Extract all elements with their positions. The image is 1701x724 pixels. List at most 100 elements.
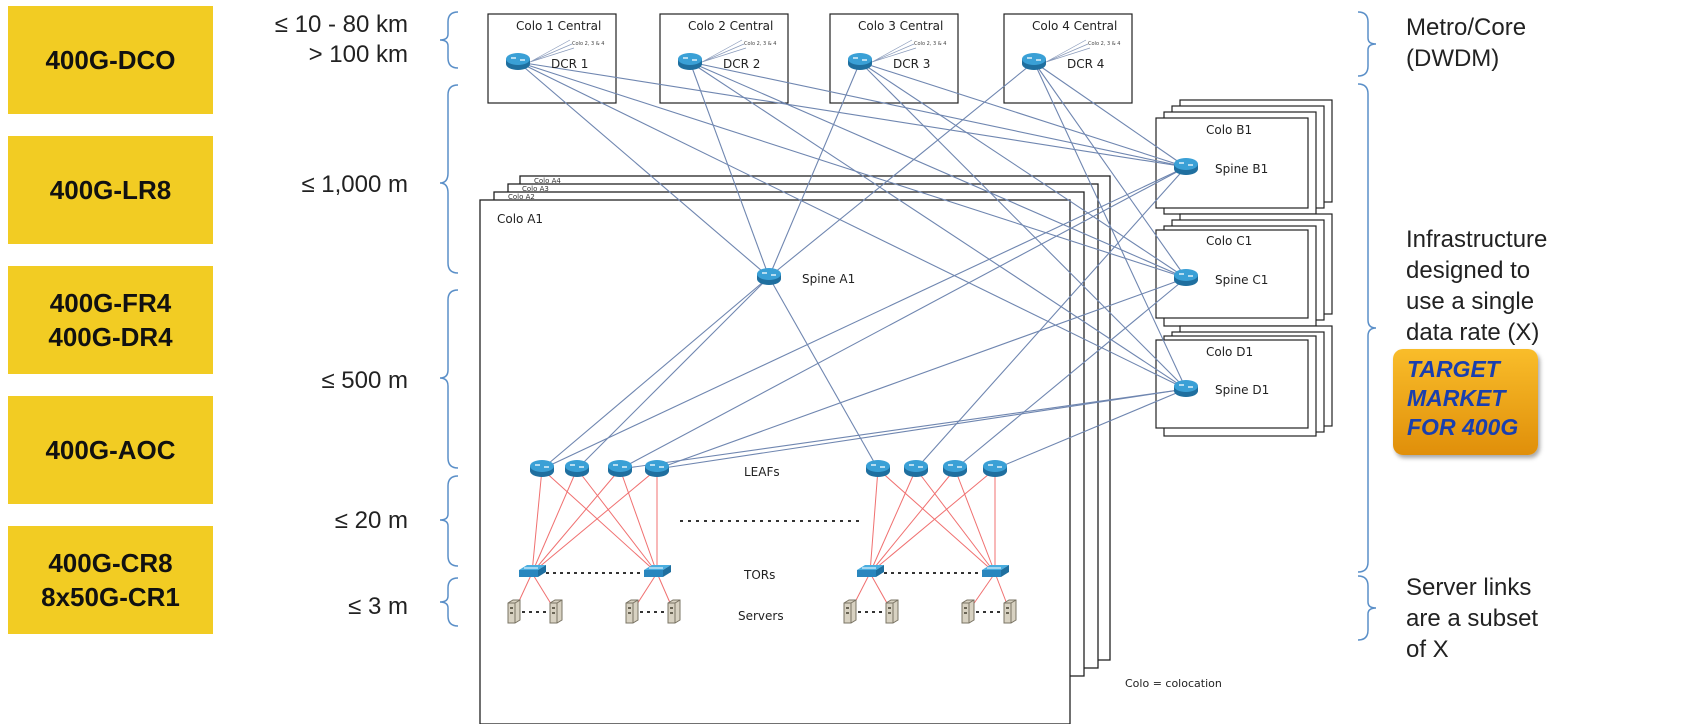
dcr-3-label: DCR 3	[893, 57, 930, 71]
colo-a1-box	[479, 199, 1071, 724]
link-dcr-spine	[689, 61, 1187, 390]
bracket-20m	[439, 475, 459, 567]
link-dcr-spine	[768, 61, 1035, 278]
link-leaf-tor	[531, 468, 621, 574]
tag-400g-fr4-dr4: 400G-FR4 400G-DR4	[8, 266, 213, 374]
dcr-4-label: DCR 4	[1067, 57, 1104, 71]
link-tor-server	[531, 572, 557, 613]
bracket-right-server	[1357, 575, 1377, 641]
server-icon	[507, 599, 521, 624]
link-leaf-tor	[531, 468, 543, 574]
colo-3-central-label: Colo 3 Central	[858, 19, 943, 33]
server-icon	[1003, 599, 1017, 624]
tor-switch-icon	[518, 564, 547, 578]
colo-b-stack	[1155, 99, 1333, 215]
link-leaf-tor	[915, 468, 996, 574]
server-links-label: Server links are a subset of X	[1406, 574, 1539, 663]
leaf-router-icon	[644, 459, 670, 478]
link-tor-server	[869, 572, 893, 613]
link-dcr-spine	[1033, 61, 1187, 390]
link-leaf-tor	[877, 468, 996, 574]
colo-3-central-sub: Colo 2, 3 & 4	[914, 41, 946, 47]
colo-a3-label: Colo A3	[522, 185, 549, 193]
dcr-router-icon	[1021, 52, 1047, 71]
link-dcr-spine	[689, 61, 770, 278]
link-tor-server	[967, 572, 996, 613]
colo-c1-label: Colo C1	[1206, 234, 1252, 248]
colo-a2-label: Colo A2	[508, 193, 535, 201]
colo-2-central-sub: Colo 2, 3 & 4	[744, 41, 776, 47]
spine-a1-label: Spine A1	[802, 272, 855, 286]
link-spine-leaf	[768, 276, 879, 470]
link-tor-server	[849, 572, 871, 613]
bracket-1000m	[439, 84, 459, 274]
bracket-500m	[439, 289, 459, 469]
leaf-router-icon	[865, 459, 891, 478]
colo-1-central-box	[487, 13, 617, 104]
bracket-metro	[439, 11, 459, 69]
link-leaf-tor	[954, 468, 996, 574]
link-dcr-spine	[517, 61, 1187, 168]
distance-20m: ≤ 20 m	[334, 507, 408, 534]
colo-d-stack	[1155, 325, 1333, 437]
link-leaf-tor	[869, 468, 879, 574]
colo-d1-label: Colo D1	[1206, 345, 1253, 359]
link-dcr-spine	[1033, 61, 1187, 279]
dcr-router-icon	[677, 52, 703, 71]
link-leaf-tor	[619, 468, 658, 574]
leafs-label: LEAFs	[744, 465, 780, 479]
distance-metro: ≤ 10 - 80 km > 100 km	[274, 11, 408, 68]
colo-note: Colo = colocation	[1125, 677, 1222, 690]
tag-400g-dco: 400G-DCO	[8, 6, 213, 114]
dcr-fanout-lines	[529, 39, 1091, 63]
colo-2-central-box	[659, 13, 789, 104]
link-spine-leaf	[541, 166, 1187, 470]
link-spine-leaf	[656, 388, 1187, 470]
server-icon	[961, 599, 975, 624]
link-spine-leaf	[541, 276, 770, 470]
servers-label: Servers	[738, 609, 784, 623]
spine-router-icon	[1173, 157, 1199, 176]
bracket-right-metro	[1357, 11, 1377, 77]
link-dcr-spine	[859, 61, 1187, 168]
dcr-2-label: DCR 2	[723, 57, 760, 71]
dcr-router-icon	[847, 52, 873, 71]
tag-400g-aoc: 400G-AOC	[8, 396, 213, 504]
bracket-3m	[439, 577, 459, 627]
colo-4-central-sub: Colo 2, 3 & 4	[1088, 41, 1120, 47]
link-dcr-spine	[859, 61, 1187, 279]
server-icon	[549, 599, 563, 624]
colo-c-stack	[1155, 213, 1333, 327]
link-dcr-spine	[689, 61, 1187, 279]
target-market-badge: TARGET MARKET FOR 400G	[1393, 349, 1538, 455]
tor-switch-icon	[643, 564, 672, 578]
link-spine-leaf	[915, 166, 1187, 470]
colo-1-central-sub: Colo 2, 3 & 4	[572, 41, 604, 47]
link-dcr-spine	[1033, 61, 1187, 168]
tag-400g-lr8: 400G-LR8	[8, 136, 213, 244]
spine-c1-label: Spine C1	[1215, 273, 1268, 287]
link-leaf-tor	[869, 468, 996, 574]
server-icon	[667, 599, 681, 624]
colo-2-central-label: Colo 2 Central	[688, 19, 773, 33]
link-spine-leaf	[994, 388, 1187, 470]
distance-1000m: ≤ 1,000 m	[301, 171, 408, 198]
link-dcr-spine	[689, 61, 1187, 168]
bracket-right-infrastructure	[1357, 83, 1377, 573]
link-tor-server	[513, 572, 533, 613]
network-nodes	[505, 52, 1199, 624]
link-dcr-spine	[859, 61, 1187, 390]
colo-4-central-box	[1003, 13, 1133, 104]
tor-switch-icon	[981, 564, 1010, 578]
leaf-router-icon	[607, 459, 633, 478]
network-links	[513, 61, 1187, 613]
link-leaf-tor	[531, 468, 578, 574]
infrastructure-label: Infrastructure designed to use a single …	[1406, 226, 1548, 346]
dcr-router-icon	[505, 52, 531, 71]
link-dcr-spine	[517, 61, 1187, 279]
link-spine-leaf	[619, 166, 1187, 470]
leaf-router-icon	[982, 459, 1008, 478]
link-tor-server	[656, 572, 675, 613]
link-dcr-spine	[768, 61, 861, 278]
server-icon	[625, 599, 639, 624]
